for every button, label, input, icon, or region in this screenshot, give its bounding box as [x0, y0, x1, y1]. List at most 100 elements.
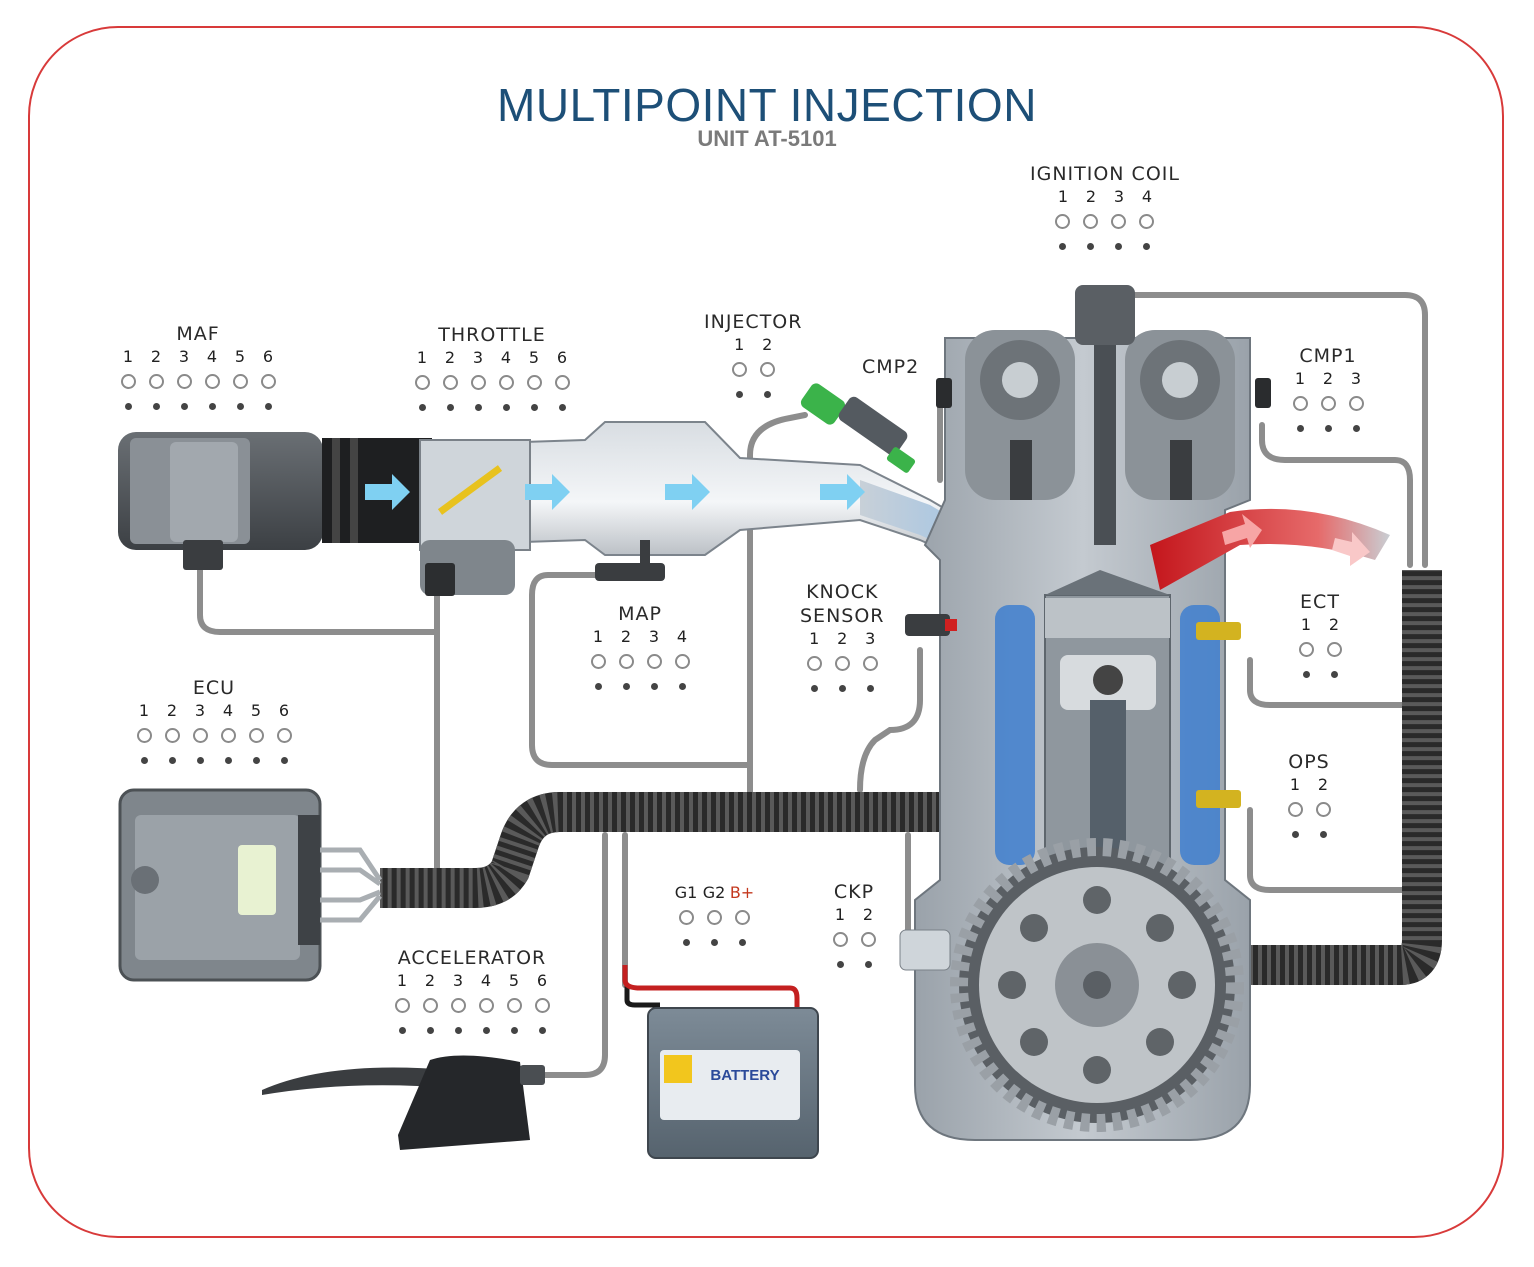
pin-socket[interactable]: [618, 654, 634, 669]
pin-number: 1: [396, 971, 408, 990]
pin-number: 1: [1300, 615, 1312, 634]
pin-socket[interactable]: [1055, 214, 1071, 229]
pin-indicator-dot: [224, 757, 232, 764]
sensor-wires: [197, 292, 1428, 1078]
pin-socket[interactable]: [478, 998, 494, 1013]
pin-socket[interactable]: [120, 374, 136, 389]
pin-indicator-dot: [1330, 671, 1338, 678]
pin-socket[interactable]: [248, 728, 264, 743]
pin-socket[interactable]: [192, 728, 208, 743]
pin-socket[interactable]: [554, 375, 570, 390]
pin-socket[interactable]: [1287, 802, 1303, 817]
pin-socket[interactable]: [526, 375, 542, 390]
pin-number: 4: [222, 701, 234, 720]
engine-sensors: [899, 614, 1241, 971]
pin-socket[interactable]: [394, 998, 410, 1013]
pin-socket[interactable]: [806, 656, 822, 671]
pin-injector-2: 2: [757, 334, 777, 398]
pin-socket[interactable]: [1083, 214, 1099, 229]
pin-number: 5: [528, 348, 540, 367]
pin-knock-sensor-1: 1: [804, 628, 824, 692]
pin-socket[interactable]: [232, 374, 248, 389]
pin-socket[interactable]: [164, 728, 180, 743]
pin-ect-2: 2: [1324, 614, 1344, 678]
pin-indicator-dot: [738, 939, 746, 946]
pin-indicator-dot: [1291, 831, 1299, 838]
pin-maf-1: 1: [118, 346, 138, 410]
pin-socket[interactable]: [470, 375, 486, 390]
fuel-injector: [800, 383, 916, 473]
pin-socket[interactable]: [442, 375, 458, 390]
pin-socket[interactable]: [646, 654, 662, 669]
pin-socket[interactable]: [220, 728, 236, 743]
pin-ignition-coil-1: 1: [1053, 186, 1073, 250]
pin-map-3: 3: [644, 626, 664, 690]
injector-label: INJECTOR: [704, 311, 803, 333]
pin-socket[interactable]: [1298, 642, 1314, 657]
pin-socket[interactable]: [862, 656, 878, 671]
pin-socket[interactable]: [506, 998, 522, 1013]
pin-indicator-dot: [650, 683, 658, 690]
accelerator-pedal: [262, 1055, 545, 1150]
pin-socket[interactable]: [759, 362, 775, 377]
pin-socket[interactable]: [1348, 396, 1364, 411]
pin-indicator-dot: [252, 757, 260, 764]
pin-socket[interactable]: [450, 998, 466, 1013]
pin-socket[interactable]: [498, 375, 514, 390]
pin-map-2: 2: [616, 626, 636, 690]
pin-number: 1: [122, 347, 134, 366]
pin-socket[interactable]: [148, 374, 164, 389]
pin-socket[interactable]: [832, 932, 848, 947]
pin-number: 2: [620, 627, 632, 646]
pin-indicator-dot: [810, 685, 818, 692]
pin-socket[interactable]: [731, 362, 747, 377]
pin-indicator-dot: [1352, 425, 1360, 432]
pin-ignition-coil-2: 2: [1081, 186, 1101, 250]
pin-number: 5: [250, 701, 262, 720]
pin-socket[interactable]: [1326, 642, 1342, 657]
pin-socket[interactable]: [1315, 802, 1331, 817]
pin-indicator-dot: [180, 403, 188, 410]
pin-number: 4: [500, 348, 512, 367]
pin-socket[interactable]: [1320, 396, 1336, 411]
pin-socket[interactable]: [706, 910, 722, 925]
pin-indicator-dot: [1059, 243, 1067, 250]
pin-number: 1: [834, 905, 846, 924]
pin-socket[interactable]: [276, 728, 292, 743]
pin-socket[interactable]: [1292, 396, 1308, 411]
pin-socket[interactable]: [590, 654, 606, 669]
pin-indicator-dot: [530, 404, 538, 411]
pin-number: 2: [762, 335, 773, 354]
pin-socket[interactable]: [534, 998, 550, 1013]
maf-label: MAF: [176, 323, 220, 345]
pin-socket[interactable]: [260, 374, 276, 389]
pin-ecu-4: 4: [218, 700, 238, 764]
pin-accelerator-6: 6: [532, 970, 552, 1034]
pin-socket[interactable]: [136, 728, 152, 743]
pin-indicator-dot: [124, 403, 132, 410]
pin-number: 2: [1322, 369, 1334, 388]
pin-socket[interactable]: [834, 656, 850, 671]
diagram-subtitle: UNIT AT-5101: [697, 126, 837, 151]
pin-number: 4: [676, 627, 688, 646]
pin-socket[interactable]: [414, 375, 430, 390]
pin-indicator-dot: [280, 757, 288, 764]
pin-socket[interactable]: [674, 654, 690, 669]
pin-knock-sensor-2: 2: [832, 628, 852, 692]
pin-socket[interactable]: [1139, 214, 1155, 229]
pin-socket[interactable]: [176, 374, 192, 389]
pin-socket[interactable]: [204, 374, 220, 389]
ckp-label: CKP: [833, 881, 875, 903]
pin-socket[interactable]: [678, 910, 694, 925]
pin-throttle-3: 3: [468, 347, 488, 411]
pin-socket[interactable]: [422, 998, 438, 1013]
pin-socket[interactable]: [734, 910, 750, 925]
pin-accelerator-5: 5: [504, 970, 524, 1034]
pin-socket[interactable]: [860, 932, 876, 947]
pin-injector-1: 1: [729, 334, 749, 398]
pin-indicator-dot: [1087, 243, 1095, 250]
pin-ecu-2: 2: [162, 700, 182, 764]
pin-socket[interactable]: [1111, 214, 1127, 229]
